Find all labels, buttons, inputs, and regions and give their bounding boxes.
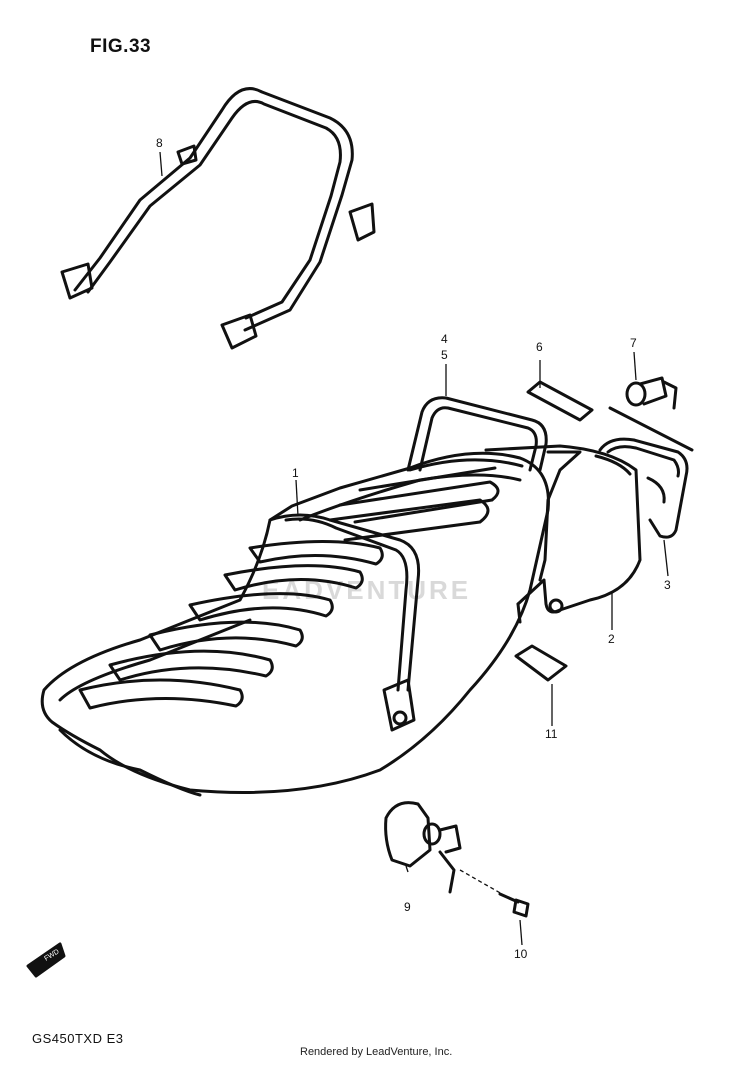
tail-cover-part-2: [486, 446, 640, 622]
leader-lines: [160, 152, 668, 945]
callout-4: 4: [441, 332, 448, 346]
callout-10: 10: [514, 947, 528, 961]
callout-3: 3: [664, 578, 671, 592]
tail-tray-part-3: [600, 439, 687, 537]
forward-arrow-icon: [28, 944, 64, 976]
callout-1: 1: [292, 466, 299, 480]
pad-part-11: [516, 646, 566, 680]
tail-lock-part-7: [610, 378, 692, 450]
callout-9: 9: [404, 900, 411, 914]
render-credit: Rendered by LeadVenture, Inc.: [300, 1046, 453, 1058]
callout-6: 6: [536, 340, 543, 354]
callout-8: 8: [156, 136, 163, 150]
figure-title: FIG.33: [90, 36, 152, 57]
screw-part-10: [500, 894, 528, 916]
grab-rail-part-8: [62, 89, 374, 348]
seat-part-1: [42, 453, 548, 795]
callout-11: 11: [545, 727, 558, 741]
hinge-plate-part-6: [528, 382, 592, 420]
passenger-bar-part-4-5: [408, 398, 546, 470]
callout-2: 2: [608, 632, 615, 646]
model-code: GS450TXD E3: [32, 1031, 124, 1046]
callout-5: 5: [441, 348, 448, 362]
callout-7: 7: [630, 336, 637, 350]
seat-lock-part-9: [386, 803, 460, 892]
